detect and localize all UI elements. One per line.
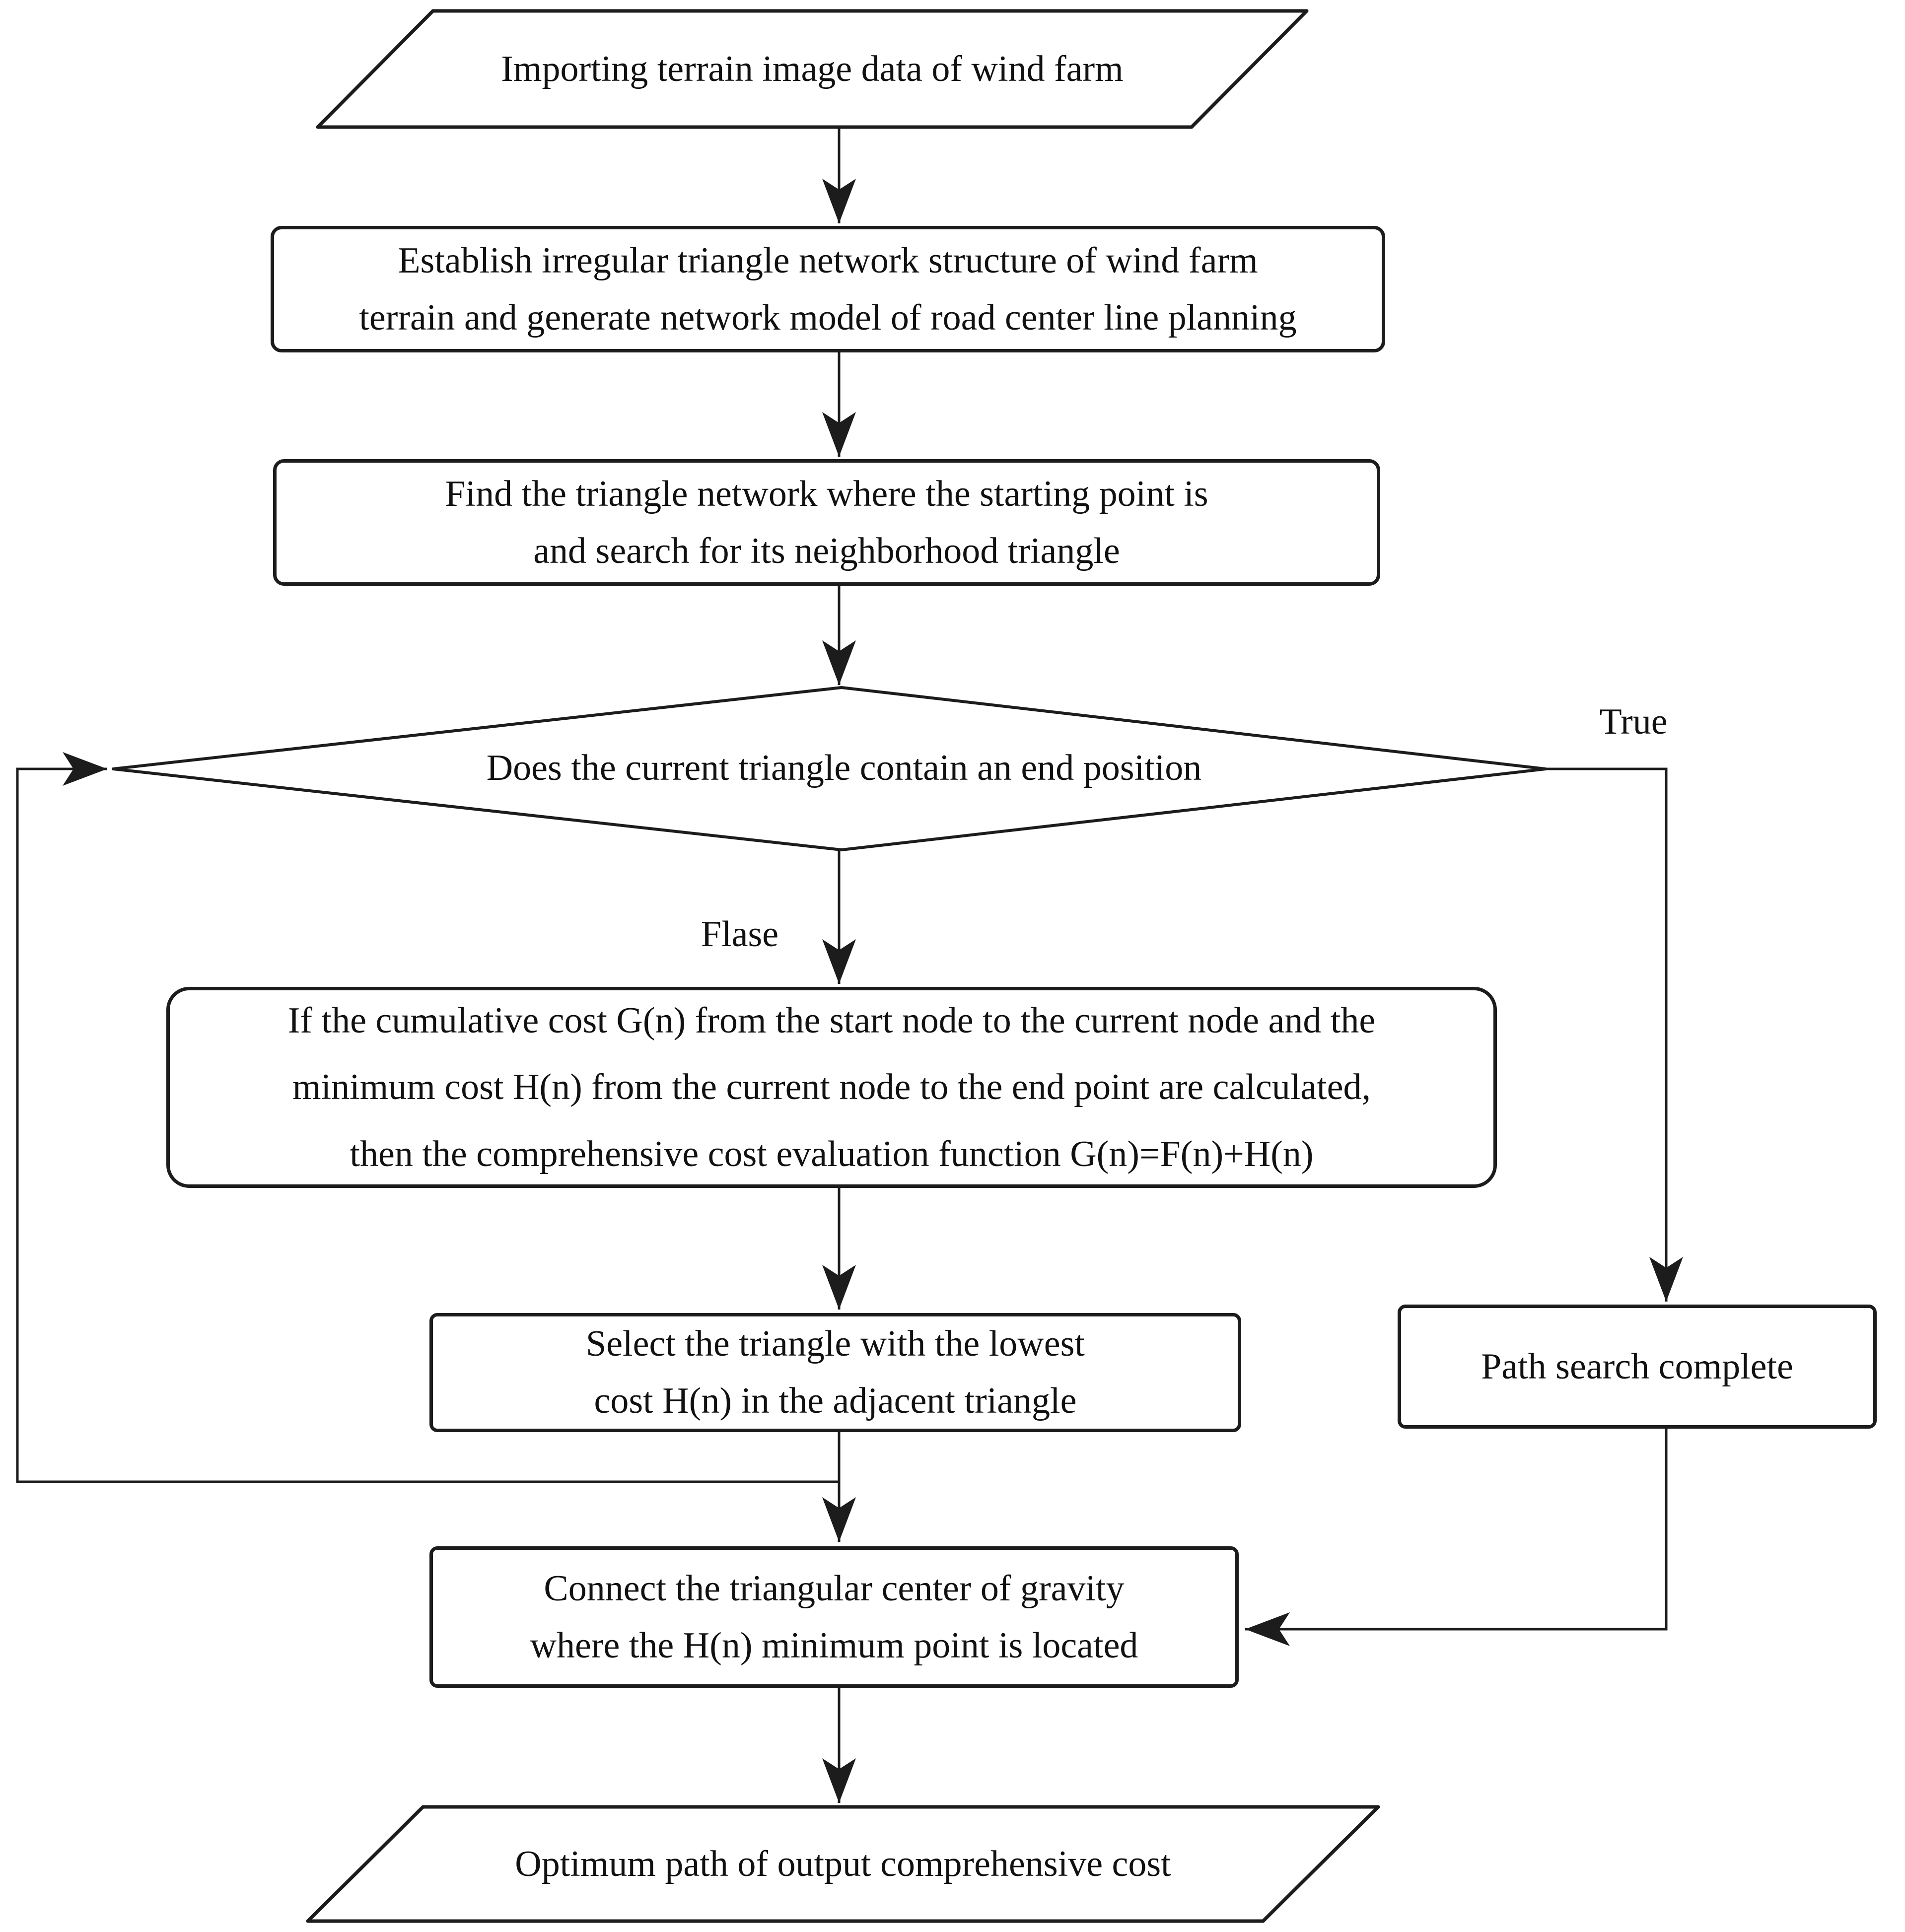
- node-end-label: Optimum path of output comprehensive cos…: [515, 1843, 1171, 1884]
- connector-true-to-path-complete: [1546, 767, 1683, 1302]
- edge-label-false-text: Flase: [701, 913, 779, 955]
- edge-label-true: True: [1549, 694, 1718, 750]
- node-cost-evaluation-label: If the cumulative cost G(n) from the sta…: [287, 1000, 1376, 1174]
- node-end: Optimum path of output comprehensive cos…: [308, 1807, 1378, 1921]
- connector-path-complete-to-connect: [1245, 1429, 1668, 1646]
- edge-label-true-text: True: [1599, 701, 1668, 742]
- node-connect-center-label: Connect the triangular center of gravity…: [530, 1568, 1138, 1666]
- node-path-complete: Path search complete: [1398, 1305, 1877, 1429]
- node-select-triangle-label: Select the triangle with the lowest cost…: [586, 1323, 1085, 1421]
- edge-label-false: Flase: [650, 906, 829, 962]
- node-start: Importing terrain image data of wind far…: [318, 11, 1307, 127]
- node-path-complete-label: Path search complete: [1481, 1346, 1793, 1387]
- node-find-triangle: Find the triangle network where the star…: [273, 459, 1380, 586]
- start-parallelogram-shape: [316, 9, 1309, 129]
- node-cost-evaluation: If the cumulative cost G(n) from the sta…: [166, 987, 1497, 1188]
- node-establish-network-label: Establish irregular triangle network str…: [359, 240, 1297, 338]
- node-establish-network: Establish irregular triangle network str…: [271, 226, 1385, 352]
- node-connect-center: Connect the triangular center of gravity…: [429, 1546, 1239, 1688]
- end-parallelogram-shape: [306, 1805, 1380, 1923]
- node-find-triangle-label: Find the triangle network where the star…: [445, 473, 1208, 571]
- node-decision-end-position: Does the current triangle contain an end…: [343, 731, 1345, 805]
- node-start-label: Importing terrain image data of wind far…: [501, 48, 1124, 89]
- node-select-triangle: Select the triangle with the lowest cost…: [429, 1313, 1241, 1432]
- decision-diamond-shape: [112, 686, 1547, 851]
- connector-feedback-to-decision: [16, 752, 839, 1483]
- node-decision-label: Does the current triangle contain an end…: [486, 747, 1202, 788]
